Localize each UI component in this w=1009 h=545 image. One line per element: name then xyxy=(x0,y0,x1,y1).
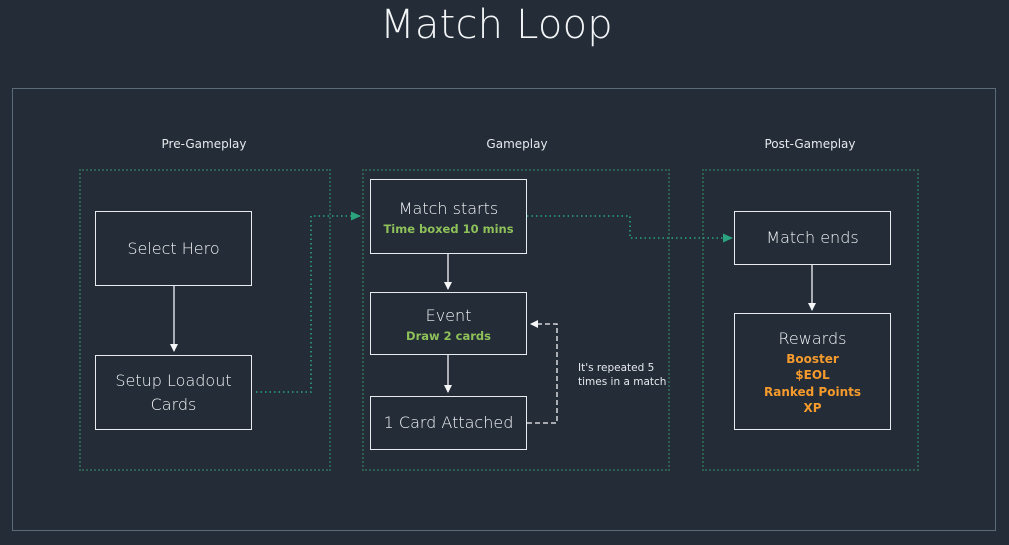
zone-gameplay xyxy=(362,169,670,471)
node-setup-loadout-label-line2: Cards xyxy=(150,394,197,414)
node-match-starts-label: Match starts xyxy=(398,198,499,218)
node-rewards: Rewards Booster $EOL Ranked Points XP xyxy=(734,313,891,430)
node-match-starts: Match starts Time boxed 10 mins xyxy=(370,179,527,254)
loop-note-line2: times in a match xyxy=(578,376,667,388)
node-setup-loadout-label-line1: Setup Loadout xyxy=(115,370,232,390)
zone-label-post-gameplay: Post-Gameplay xyxy=(764,137,856,151)
node-card-attached: 1 Card Attached xyxy=(370,396,527,450)
reward-item: $EOL xyxy=(795,368,830,382)
node-event-sub: Draw 2 cards xyxy=(406,328,491,343)
diagram-frame xyxy=(12,88,996,531)
node-rewards-label: Rewards xyxy=(778,328,847,348)
reward-item: Ranked Points xyxy=(763,384,862,399)
edge-loop-card-to-event xyxy=(527,320,558,424)
page-title: Match Loop xyxy=(380,2,613,48)
edge-match-starts-to-match-ends xyxy=(527,215,733,243)
zone-post-gameplay xyxy=(702,169,919,471)
edge-setup-to-match-starts xyxy=(256,211,361,393)
node-select-hero-label: Select Hero xyxy=(127,238,220,258)
node-match-starts-sub: Time boxed 10 mins xyxy=(383,221,514,236)
node-match-ends: Match ends xyxy=(734,211,891,265)
reward-item: Booster xyxy=(786,351,839,366)
reward-item: XP xyxy=(803,401,822,415)
node-card-attached-label: 1 Card Attached xyxy=(383,413,514,432)
zone-pre-gameplay xyxy=(79,169,331,471)
loop-note: It's repeated 5 times in a match xyxy=(578,361,678,389)
zone-label-gameplay: Gameplay xyxy=(486,137,548,151)
node-match-ends-label: Match ends xyxy=(766,228,859,247)
loop-note-line1: It's repeated 5 xyxy=(578,362,655,374)
zone-label-pre-gameplay: Pre-Gameplay xyxy=(161,137,247,151)
node-select-hero: Select Hero xyxy=(95,211,252,286)
node-event: Event Draw 2 cards xyxy=(370,292,527,355)
node-setup-loadout: Setup Loadout Cards xyxy=(95,355,252,430)
node-event-label: Event xyxy=(425,305,472,325)
